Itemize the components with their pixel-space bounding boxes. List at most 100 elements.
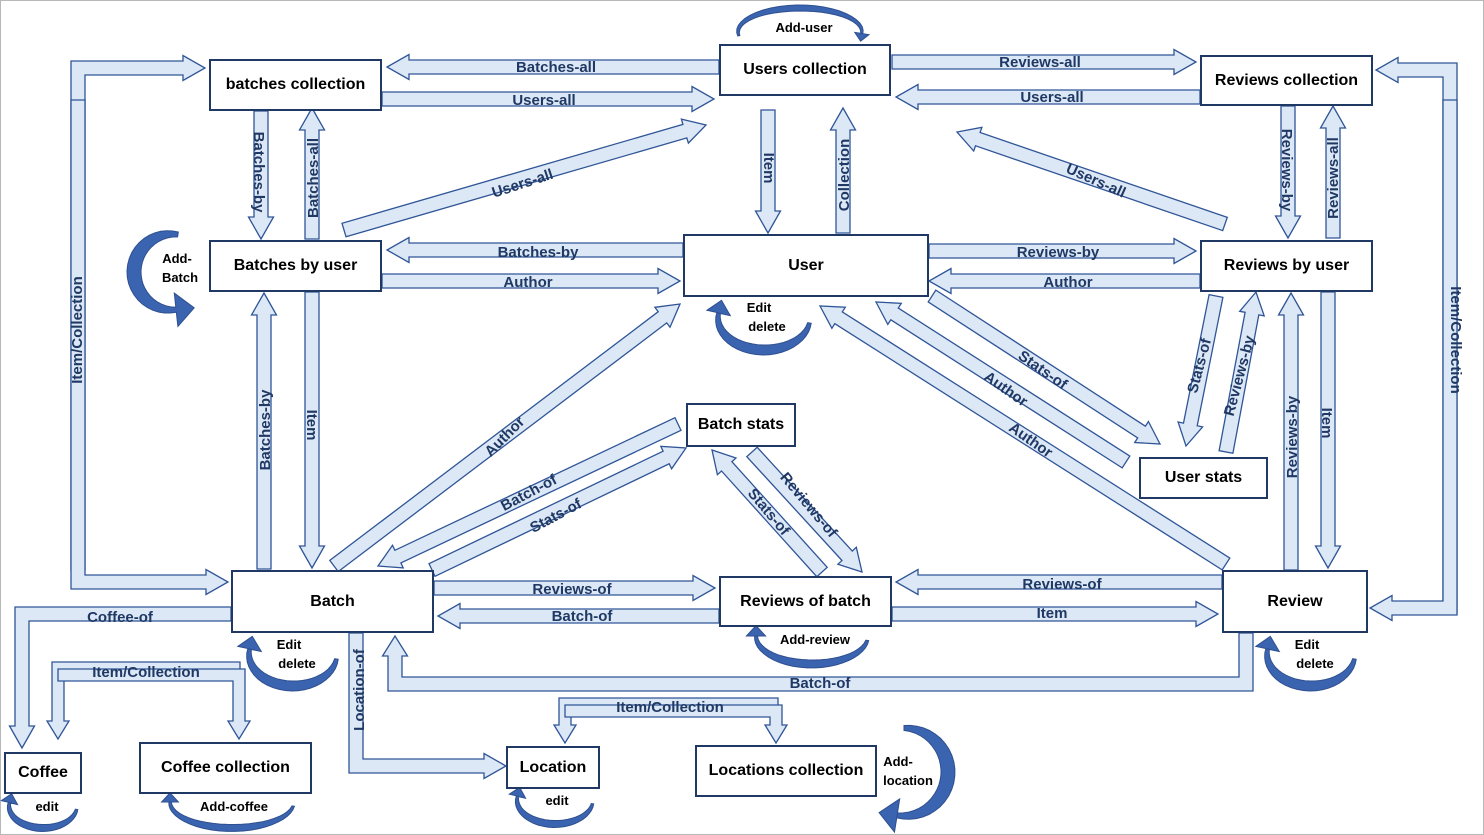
arrow-item-collection-bottom-left — [70, 99, 230, 596]
loop-label-user-edit: Edit — [747, 300, 772, 315]
arrow-batches-by-1 — [247, 110, 275, 241]
arrow-collection-1 — [829, 106, 857, 234]
loop-add-coffee — [160, 792, 296, 832]
arrow-batches-by-3 — [250, 291, 278, 570]
loop-add-location — [878, 724, 956, 834]
arrow-batches-all — [385, 53, 720, 81]
edge-label-reviews-by-2: Reviews-by — [1017, 244, 1100, 261]
edge-label-stats-of-4: Stats-of — [1184, 336, 1215, 395]
loop-coffee-edit — [0, 792, 79, 833]
edge-label-reviews-of-3: Reviews-of — [1022, 576, 1102, 593]
edge-label-users-all-4: Users-all — [1063, 160, 1128, 201]
arrow-stats-of-2 — [711, 449, 829, 578]
arrow-stats-of-3 — [927, 289, 1162, 445]
loop-label-location-edit: edit — [545, 793, 569, 808]
loop-add-review — [745, 624, 870, 669]
arrow-reviews-by-3 — [1218, 290, 1266, 455]
loop-label-add-coffee: Add-coffee — [200, 799, 268, 814]
node-reviews-by-user: Reviews by user — [1200, 240, 1373, 292]
node-coffee-collection: Coffee collection — [139, 742, 312, 794]
loop-batch-edit — [236, 635, 339, 692]
edge-label-item-collection-coffee: Item/Collection — [92, 664, 200, 681]
arrow-author-1 — [381, 267, 682, 295]
arrow-users-all-2 — [894, 83, 1201, 111]
arrow-author-2 — [927, 267, 1201, 295]
arrow-reviews-by-4 — [1277, 291, 1305, 571]
node-reviews-of-batch: Reviews of batch — [719, 576, 892, 627]
edge-label-author-3: Author — [481, 413, 528, 460]
edge-label-author-5: Author — [1006, 419, 1056, 461]
arrow-reviews-of-2 — [433, 574, 717, 602]
edge-label-item-2: Item — [303, 410, 320, 441]
edge-label-item-3: Item — [1318, 408, 1335, 439]
node-location: Location — [506, 746, 600, 789]
edge-label-batch-of-2: Batch-of — [552, 608, 614, 625]
arrow-batch-of-3 — [381, 632, 1254, 692]
arrow-users-all-3 — [341, 118, 708, 238]
arrow-users-all-4 — [955, 126, 1229, 232]
edge-label-item-collection-location: Item/Collection — [616, 699, 724, 716]
arrow-item-3 — [1314, 291, 1342, 570]
edge-label-reviews-by-3: Reviews-by — [1221, 333, 1259, 418]
arrow-reviews-by-2 — [928, 237, 1198, 265]
loop-add-user — [736, 4, 871, 42]
edge-label-batches-by-2: Batches-by — [498, 244, 580, 261]
loop-user-edit — [705, 299, 812, 356]
edge-label-batches-all-2: Batches-all — [305, 138, 322, 218]
arrow-author-5 — [818, 305, 1231, 571]
node-batch: Batch — [231, 570, 434, 633]
loop-label-review-delete: delete — [1296, 656, 1334, 671]
loop-location-edit — [508, 786, 595, 829]
arrow-author-3 — [328, 303, 682, 573]
node-user-stats: User stats — [1139, 457, 1268, 499]
loop-review-edit — [1254, 635, 1357, 692]
loop-label-batch-edit: Edit — [277, 637, 302, 652]
edge-label-item-collection-left: Item/Collection — [69, 276, 86, 384]
arrow-users-all-1 — [381, 85, 716, 113]
edge-label-reviews-all-2: Reviews-all — [1325, 137, 1342, 219]
edge-label-batches-by-1: Batches-by — [250, 132, 267, 214]
loop-label-coffee-edit: edit — [35, 799, 59, 814]
loop-label-user-delete: delete — [748, 319, 786, 334]
arrow-item-collection-coffee-right — [57, 668, 252, 741]
edge-label-batch-of-3: Batch-of — [790, 675, 852, 692]
node-coffee: Coffee — [4, 752, 82, 794]
arrow-batch-of-2 — [436, 602, 720, 630]
arrow-author-4 — [874, 301, 1131, 469]
arrow-stats-of-4 — [1177, 293, 1224, 448]
edge-label-coffee-of: Coffee-of — [87, 609, 154, 626]
edge-label-users-all-1: Users-all — [512, 92, 575, 109]
arrow-reviews-of-3 — [894, 568, 1223, 596]
node-batch-stats: Batch stats — [686, 403, 796, 447]
loop-label-add-review: Add-review — [780, 632, 851, 647]
edge-label-users-all-2: Users-all — [1020, 89, 1083, 106]
arrow-stats-of-1 — [428, 445, 688, 578]
loop-label-review-edit: Edit — [1295, 637, 1320, 652]
loop-label-add-batch-2: Batch — [162, 270, 198, 285]
node-batches-collection: batches collection — [209, 59, 382, 111]
edge-label-batches-all: Batches-all — [516, 59, 596, 76]
node-batches-by-user: Batches by user — [209, 240, 382, 292]
loop-label-batch-delete: delete — [278, 656, 316, 671]
edge-label-author-2: Author — [1043, 274, 1092, 291]
loop-label-add-location-2: location — [883, 773, 933, 788]
arrow-item-4 — [891, 600, 1220, 628]
arrow-reviews-of-1 — [745, 446, 863, 573]
node-locations-collection: Locations collection — [695, 745, 877, 797]
edge-label-reviews-of-2: Reviews-of — [532, 581, 612, 598]
edge-label-location-of: Location-of — [351, 648, 368, 731]
edge-label-item-1: Item — [760, 153, 777, 184]
loop-add-batch — [126, 230, 195, 328]
arrow-item-collection-bottom-right — [1368, 99, 1458, 622]
arrow-location-of — [348, 632, 508, 780]
arrow-coffee-of — [8, 606, 232, 750]
edge-label-item-4: Item — [1037, 605, 1068, 622]
arrow-item-2 — [298, 291, 326, 570]
arrow-reviews-all-1 — [891, 48, 1198, 76]
node-user: User — [683, 234, 929, 297]
edge-label-collection-1: Collection — [836, 139, 853, 212]
arrow-batches-by-2 — [385, 236, 684, 264]
edge-label-reviews-by-4: Reviews-by — [1284, 395, 1301, 478]
arrow-reviews-all-2 — [1319, 104, 1347, 239]
